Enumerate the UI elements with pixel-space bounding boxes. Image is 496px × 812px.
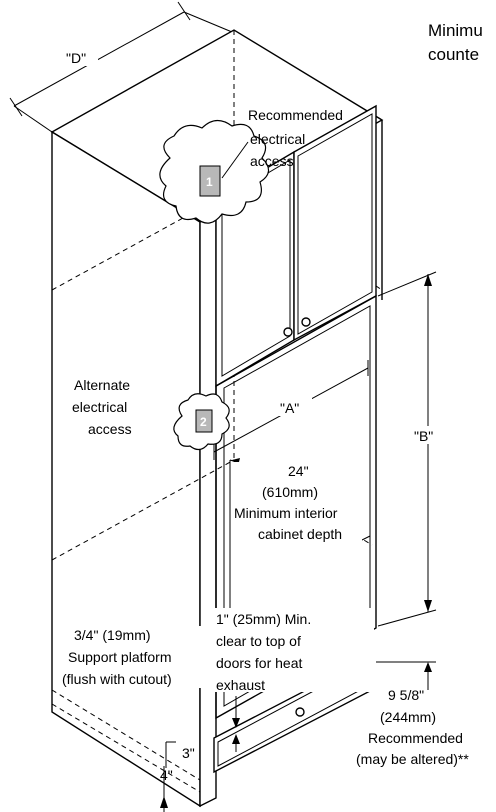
recommended-height-callout: 9 5/8" (244mm) Recommended (may be alter…	[356, 661, 469, 767]
recommended-electrical-access: 1 Recommended electrical access	[159, 107, 343, 224]
svg-text:Minimum interior: Minimum interior	[234, 505, 338, 521]
dimension-a: "A"	[213, 360, 369, 460]
heading-line-1: Minimu	[428, 21, 483, 40]
svg-text:(610mm): (610mm)	[262, 484, 318, 500]
top-clearance-callout: 1" (25mm) Min. clear to top of doors for…	[214, 608, 374, 752]
svg-text:access: access	[88, 421, 132, 437]
heading-line-2: counte	[428, 45, 479, 64]
svg-text:Recommended: Recommended	[368, 730, 463, 746]
dimension-a-label: "A"	[280, 400, 299, 416]
svg-text:1" (25mm) Min.: 1" (25mm) Min.	[216, 611, 311, 627]
four-inch-label: 4"	[160, 767, 173, 783]
support-platform-callout: 3/4" (19mm) Support platform (flush with…	[60, 626, 208, 688]
dimension-d-label: "D"	[66, 50, 86, 66]
svg-text:electrical: electrical	[72, 399, 127, 415]
svg-text:9 5/8": 9 5/8"	[388, 687, 424, 703]
svg-text:Alternate: Alternate	[74, 377, 130, 393]
svg-text:(flush with cutout): (flush with cutout)	[62, 671, 172, 687]
svg-text:doors for heat: doors for heat	[216, 655, 302, 671]
dimension-b: "B"	[377, 271, 446, 627]
svg-text:2: 2	[200, 415, 207, 429]
svg-text:1: 1	[206, 175, 213, 189]
alternate-electrical-access: 2 Alternate electrical access	[72, 377, 230, 451]
access-box-1	[199, 165, 221, 197]
svg-text:exhaust: exhaust	[216, 677, 265, 693]
svg-text:clear to top of: clear to top of	[216, 633, 301, 649]
dimension-d: "D"	[9, 1, 233, 133]
svg-text:access: access	[250, 153, 294, 169]
svg-text:Support platform: Support platform	[68, 649, 172, 665]
svg-text:3/4" (19mm): 3/4" (19mm)	[74, 627, 151, 643]
three-inch-label: 3"	[182, 745, 195, 761]
svg-text:24": 24"	[288, 463, 309, 479]
dimension-b-label: "B"	[414, 428, 433, 444]
access-box-2	[195, 409, 213, 433]
svg-text:electrical: electrical	[250, 131, 305, 147]
svg-text:cabinet depth: cabinet depth	[258, 526, 342, 542]
svg-text:Recommended: Recommended	[248, 107, 343, 123]
upper-doors	[215, 104, 377, 388]
svg-text:(may be altered)**: (may be altered)**	[356, 751, 469, 767]
interior-depth-callout: 24" (610mm) Minimum interior cabinet dep…	[229, 458, 371, 544]
svg-text:(244mm): (244mm)	[380, 709, 436, 725]
base-dimensions: 3" 4"	[160, 741, 195, 812]
